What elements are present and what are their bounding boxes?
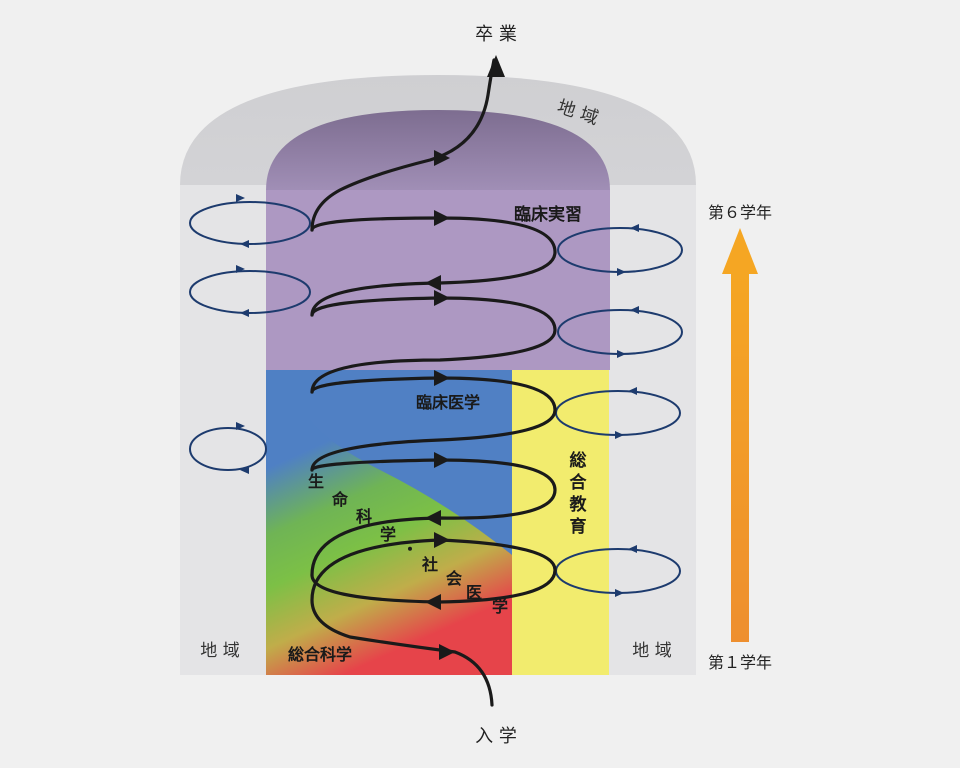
life-science-char: 社	[421, 555, 438, 574]
region-left-label: 地 域	[200, 641, 239, 661]
life-science-char: 学	[492, 597, 508, 616]
life-science-label: 生 命 科 学 ・ 社 会 医 学	[308, 472, 508, 616]
life-science-char: 命	[331, 490, 349, 509]
clinical-medicine-area	[310, 370, 512, 555]
year1-label: 第１学年	[708, 653, 772, 672]
year6-label: 第６学年	[708, 203, 772, 222]
life-science-char: 医	[466, 583, 482, 602]
life-science-char: ・	[402, 540, 418, 559]
side-loop-arrowheads	[236, 194, 639, 597]
year-progress-arrow	[722, 228, 758, 642]
general-education-char: 育	[570, 516, 587, 537]
clinical-medicine-label: 臨床医学	[416, 393, 480, 412]
graduation-label: 卒 業	[475, 24, 517, 45]
general-education-char: 教	[569, 494, 588, 515]
spiral-arrowheads	[425, 55, 505, 660]
general-education-area	[512, 370, 609, 675]
general-education-char: 合	[570, 472, 588, 493]
clinical-training-label: 臨床実習	[514, 204, 582, 225]
life-science-char: 学	[380, 525, 396, 544]
general-education-char: 総	[570, 450, 587, 471]
life-science-char: 科	[356, 507, 372, 526]
region-right-label: 地 域	[632, 641, 671, 661]
life-science-char: 会	[446, 569, 462, 588]
admission-label: 入 学	[475, 726, 517, 747]
general-science-label: 総合科学	[288, 645, 352, 664]
side-loops-left	[189, 201, 311, 471]
general-education-label: 総 合 教 育	[569, 450, 588, 537]
life-science-char: 生	[308, 472, 324, 491]
